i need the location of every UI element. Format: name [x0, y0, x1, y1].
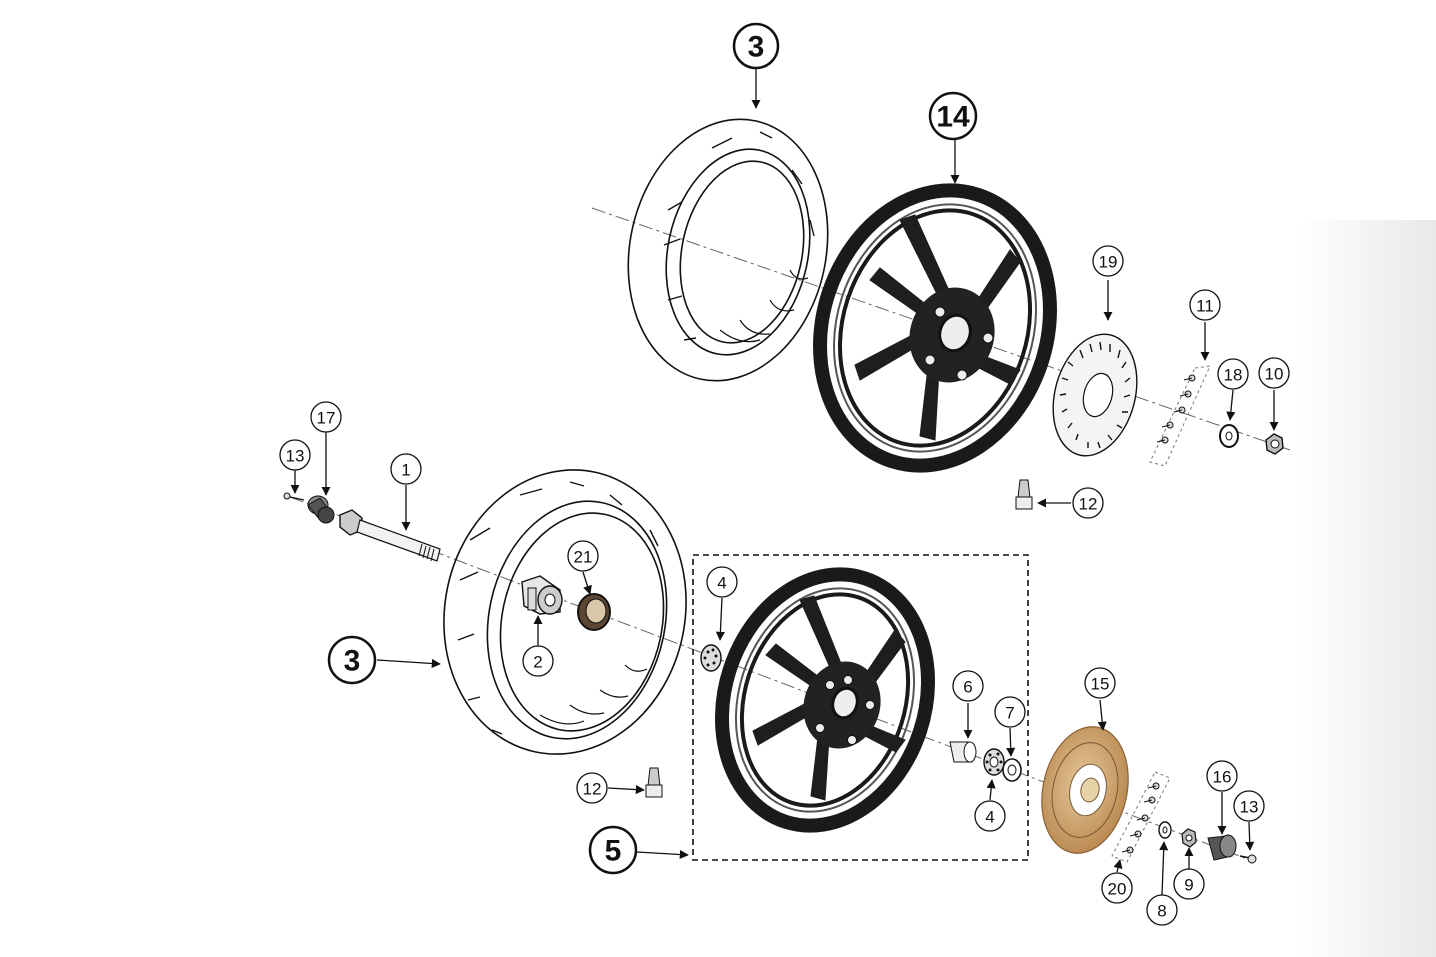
callout-8: 8 [1146, 894, 1178, 926]
callout-9: 9 [1173, 868, 1205, 900]
upper-wheel-rim [813, 183, 1057, 473]
valve-stem-lower [645, 767, 663, 798]
callout-14: 14 [928, 91, 978, 141]
valve-stem-upper [1015, 479, 1033, 510]
upper-tire [627, 118, 829, 382]
lower-brake-disc [1041, 726, 1129, 854]
bolt-set-20 [1111, 771, 1171, 863]
callout-6-label: 6 [963, 678, 972, 697]
callout-18-label: 18 [1224, 366, 1243, 385]
lower-wheel-rim [714, 567, 936, 833]
callout-12-bottom: 12 [576, 772, 608, 804]
callout-14-label: 14 [936, 101, 970, 134]
callout-4-right: 4 [974, 800, 1006, 832]
callout-12-top-label: 12 [1079, 495, 1098, 514]
callout-13-left-label: 13 [286, 447, 305, 466]
washer-18 [1219, 424, 1239, 448]
callout-4-right-label: 4 [985, 808, 994, 827]
spacer-17 [307, 495, 335, 524]
callout-13-left: 13 [279, 439, 311, 471]
callout-8-label: 8 [1157, 902, 1166, 921]
callout-3-left: 3 [327, 635, 377, 685]
callout-15-label: 15 [1091, 675, 1110, 694]
callout-16: 16 [1206, 760, 1238, 792]
callout-10: 10 [1258, 357, 1290, 389]
cap-16 [1207, 834, 1237, 861]
callout-17: 17 [310, 401, 342, 433]
callout-17-label: 17 [317, 409, 336, 428]
nut-10 [1265, 433, 1284, 455]
callout-12-top: 12 [1072, 487, 1104, 519]
axle-1 [339, 509, 441, 562]
callout-11: 11 [1189, 289, 1221, 321]
callout-10-label: 10 [1265, 365, 1284, 384]
callout-7: 7 [994, 696, 1026, 728]
upper-brake-disc [1052, 333, 1138, 457]
callout-1-label: 1 [401, 461, 410, 480]
callout-13-right: 13 [1233, 790, 1265, 822]
callout-2-label: 2 [533, 653, 542, 672]
callout-9-label: 9 [1184, 876, 1193, 895]
callout-2: 2 [522, 645, 554, 677]
bolt-13-left [283, 492, 305, 501]
callout-21: 21 [567, 540, 599, 572]
callout-11-label: 11 [1196, 297, 1214, 316]
callout-20: 20 [1101, 872, 1133, 904]
callout-3-top: 3 [732, 22, 780, 70]
collar-6 [949, 741, 977, 763]
washer-8 [1158, 821, 1172, 839]
callout-12-bottom-label: 12 [583, 780, 602, 799]
callout-5: 5 [588, 825, 638, 875]
callout-6: 6 [952, 670, 984, 702]
callout-1: 1 [390, 453, 422, 485]
callout-18: 18 [1217, 358, 1249, 390]
leader-lines [290, 66, 1279, 896]
callout-21-label: 21 [574, 548, 593, 567]
callout-3-left-label: 3 [344, 645, 361, 678]
bearing-4-right [983, 748, 1005, 776]
bearing-4-left [700, 644, 722, 672]
callout-16-label: 16 [1213, 768, 1232, 787]
oil-seal-21 [577, 593, 611, 631]
callout-13-right-label: 13 [1240, 798, 1259, 817]
callout-3-top-label: 3 [748, 31, 765, 64]
callout-7-label: 7 [1005, 704, 1014, 723]
callout-19-label: 19 [1099, 253, 1118, 272]
callout-20-label: 20 [1108, 880, 1127, 899]
washer-7 [1002, 758, 1022, 782]
background-shadow [1300, 220, 1436, 957]
callout-5-label: 5 [605, 835, 622, 868]
callout-4-left: 4 [706, 566, 738, 598]
lower-tire [443, 469, 687, 755]
callout-4-left-label: 4 [717, 574, 726, 593]
nut-9 [1181, 828, 1197, 848]
speedometer-drive-2 [521, 575, 563, 615]
callout-15: 15 [1084, 667, 1116, 699]
bolt-13-right [1239, 854, 1257, 864]
bolt-set-11 [1149, 365, 1211, 467]
callout-19: 19 [1092, 245, 1124, 277]
